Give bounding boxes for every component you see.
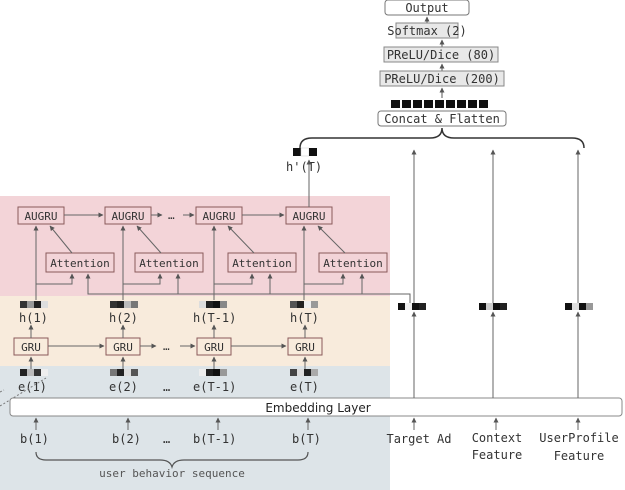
sequence-brace bbox=[35, 451, 309, 470]
behavior-label: b(1) bbox=[20, 432, 49, 446]
behavior-label: b(T) bbox=[292, 432, 321, 446]
interest-extractor-layer-bg bbox=[0, 296, 390, 366]
user-profile-vector bbox=[565, 303, 593, 310]
context-feature-label: Context bbox=[472, 431, 523, 445]
concat-flatten-label: Concat & Flatten bbox=[384, 112, 500, 126]
augru-cell: AUGRU bbox=[195, 206, 243, 225]
svg-text:AUGRU: AUGRU bbox=[111, 210, 144, 223]
sequence-label: user behavior sequence bbox=[99, 467, 245, 480]
svg-text:GRU: GRU bbox=[204, 341, 224, 354]
behavior-ellipsis: … bbox=[163, 432, 170, 446]
context-vector bbox=[479, 303, 507, 310]
gru-cell: GRU bbox=[287, 337, 323, 356]
concat-vector bbox=[391, 100, 488, 108]
target-ad-vector bbox=[398, 303, 426, 310]
attention-unit: Attention bbox=[45, 252, 115, 273]
attention-unit: Attention bbox=[227, 252, 297, 273]
svg-text:Attention: Attention bbox=[50, 257, 110, 270]
behavior-label: b(T-1) bbox=[193, 432, 236, 446]
prelu-200-label: PReLU/Dice (200) bbox=[384, 72, 500, 86]
svg-text:AUGRU: AUGRU bbox=[292, 210, 325, 223]
svg-text:GRU: GRU bbox=[113, 341, 133, 354]
hidden-vector bbox=[110, 301, 138, 308]
embedding-label: e(T) bbox=[290, 380, 319, 394]
hidden-state-label: h(T-1) bbox=[193, 311, 236, 325]
embedding-vector bbox=[20, 369, 48, 376]
gru-ellipsis: … bbox=[163, 340, 170, 353]
hidden-vector bbox=[20, 301, 48, 308]
embedding-vector bbox=[290, 369, 318, 376]
final-state-label: h'(T) bbox=[286, 160, 322, 174]
embedding-label: e(1) bbox=[18, 380, 47, 394]
target-ad-label: Target Ad bbox=[386, 432, 451, 446]
svg-text:AUGRU: AUGRU bbox=[24, 210, 57, 223]
gru-cell: GRU bbox=[196, 337, 232, 356]
augru-cell: AUGRU bbox=[104, 206, 152, 225]
gru-cell: GRU bbox=[105, 337, 141, 356]
user-profile-label: Feature bbox=[554, 449, 605, 463]
embedding-label: e(2) bbox=[109, 380, 138, 394]
context-feature-label: Feature bbox=[472, 448, 523, 462]
embedding-ellipsis: … bbox=[163, 380, 170, 394]
augru-cell: AUGRU bbox=[285, 206, 333, 225]
hidden-state-label: h(T) bbox=[290, 311, 319, 325]
attention-unit: Attention bbox=[134, 252, 204, 273]
final-state-vector bbox=[293, 147, 317, 157]
prelu-80-label: PReLU/Dice (80) bbox=[387, 48, 495, 62]
svg-text:Attention: Attention bbox=[232, 257, 292, 270]
hidden-state-label: h(2) bbox=[109, 311, 138, 325]
softmax-label: Softmax (2) bbox=[387, 24, 466, 38]
svg-text:Attention: Attention bbox=[323, 257, 383, 270]
embedding-vector bbox=[199, 369, 227, 376]
svg-text:GRU: GRU bbox=[21, 341, 41, 354]
user-profile-label: UserProfile bbox=[539, 431, 618, 445]
mlp-head: Output Softmax (2) PReLU/Dice (80) PReLU… bbox=[377, 0, 507, 127]
embedding-label: e(T-1) bbox=[193, 380, 236, 394]
behavior-layer-bg bbox=[0, 366, 390, 490]
hidden-state-label: h(1) bbox=[19, 311, 48, 325]
hidden-vector bbox=[290, 301, 318, 308]
svg-text:GRU: GRU bbox=[295, 341, 315, 354]
augru-cell: AUGRU bbox=[17, 206, 65, 225]
attention-unit: Attention bbox=[318, 252, 388, 273]
svg-text:Attention: Attention bbox=[139, 257, 199, 270]
embedding-layer bbox=[9, 397, 623, 417]
svg-text:AUGRU: AUGRU bbox=[202, 210, 235, 223]
concat-brace bbox=[299, 127, 585, 149]
augru-ellipsis: … bbox=[168, 209, 175, 222]
embedding-vector bbox=[110, 369, 138, 376]
gru-cell: GRU bbox=[13, 337, 49, 356]
behavior-label: b(2) bbox=[112, 432, 141, 446]
embedding-layer-label: Embedding Layer bbox=[265, 401, 370, 415]
output-label: Output bbox=[405, 1, 448, 15]
hidden-vector bbox=[199, 301, 227, 308]
